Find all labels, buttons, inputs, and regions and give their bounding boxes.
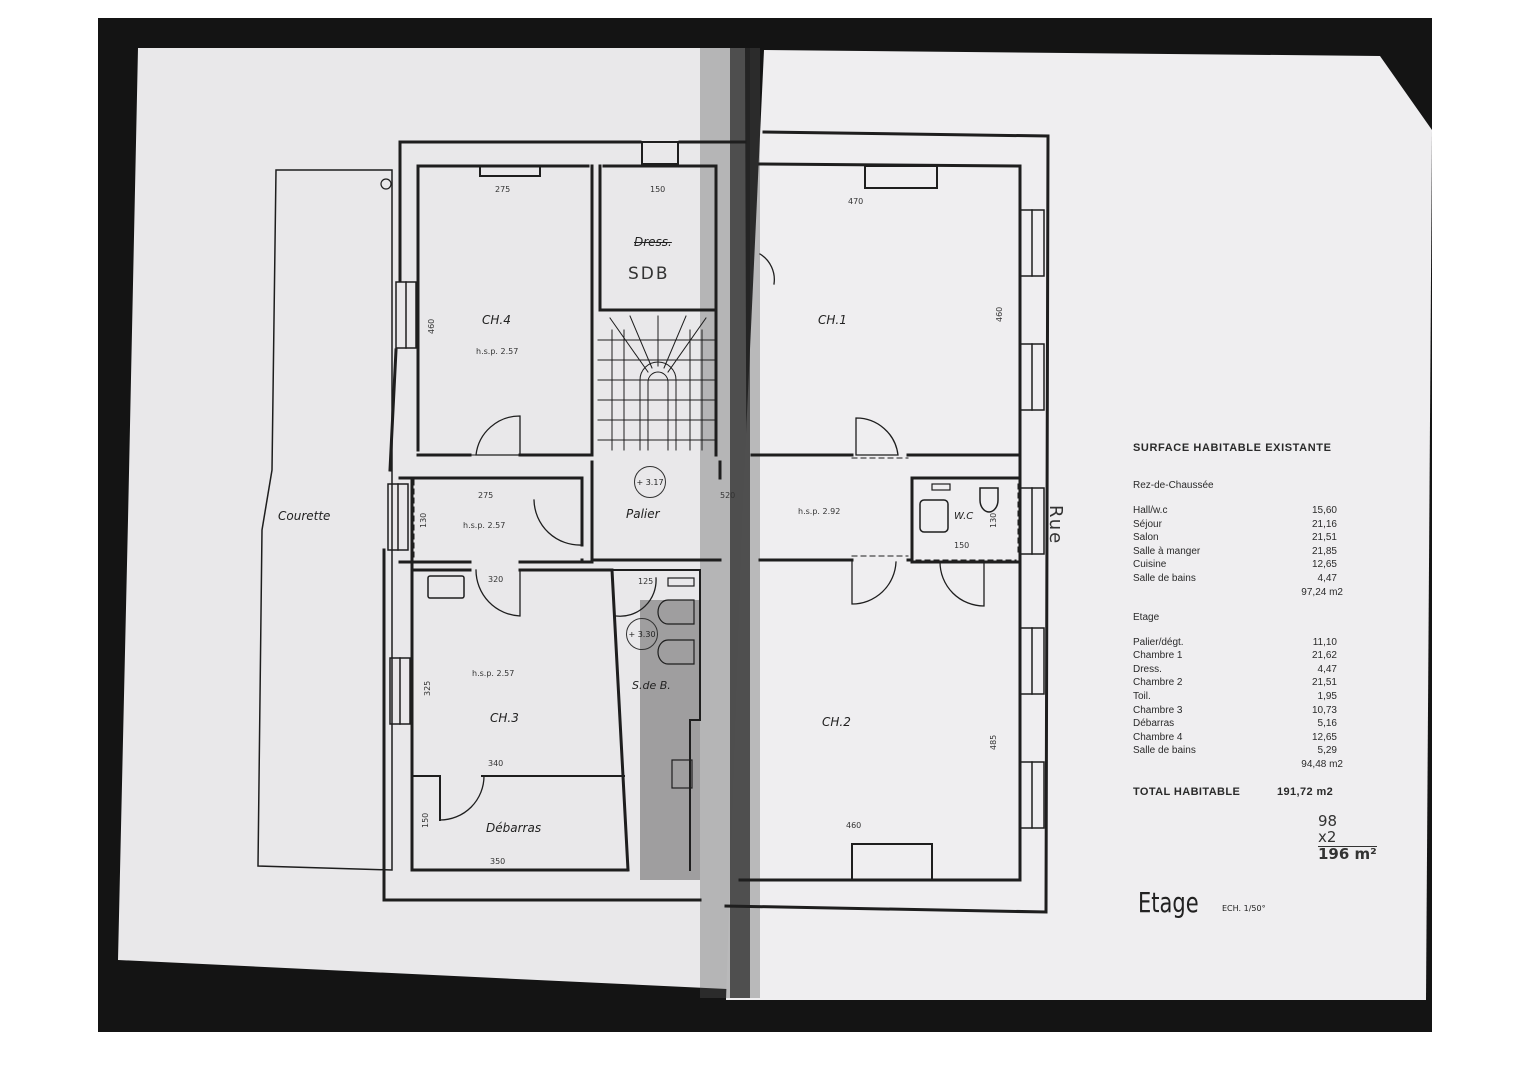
surface-table: SURFACE HABITABLE EXISTANTE Rez-de-Chaus…: [1133, 442, 1373, 798]
center-crease: [730, 48, 750, 998]
drain-icon: [380, 178, 392, 190]
landing-ceiling-height: h.s.p. 2.92: [798, 507, 841, 516]
room-label-ch1: CH.1: [818, 313, 847, 327]
windows-east: [1019, 209, 1045, 829]
room-label-ch2: CH.2: [822, 715, 851, 729]
room-label-debarras: Débarras: [486, 821, 542, 835]
drawing-scale: ECH. 1/50°: [1222, 904, 1266, 913]
subtotal-upper-floor: 94,48 m2: [1301, 758, 1343, 770]
ch2-dim-side: 485: [989, 734, 998, 750]
corridor-dim-side: 130: [419, 512, 428, 528]
table-row: Toil.1,95: [1133, 690, 1337, 702]
ch3-ceiling-height: h.s.p. 2.57: [472, 669, 515, 678]
room-label-palier: Palier: [626, 507, 660, 521]
handwritten-street-note: Rue: [1045, 505, 1066, 546]
corridor-dim-top: 275: [478, 491, 494, 500]
washbasin-icon: [427, 575, 465, 599]
subtotal-ground-floor: 97,24 m2: [1301, 586, 1343, 598]
sdb-level-marker: + 3.30: [626, 618, 658, 650]
courette-outline: [257, 169, 393, 871]
debarras-dim-bottom: 350: [490, 857, 506, 866]
staircase: [597, 315, 715, 451]
ch1-dim-side: 460: [995, 306, 1004, 322]
ch3-dim-side: 325: [423, 680, 432, 696]
corridor-ceiling-height: h.s.p. 2.57: [463, 521, 506, 530]
ch3-dim-top: 320: [488, 575, 504, 584]
debarras-dim-side: 150: [421, 812, 430, 828]
handwritten-sdb: SDB: [628, 264, 670, 284]
table-row: Palier/dégt.11,10: [1133, 636, 1337, 648]
room-label-ch4: CH.4: [482, 313, 511, 327]
paper-right-half: [726, 50, 1432, 1000]
room-label-dress: Dress.: [634, 235, 672, 249]
dress-dim-top: 150: [650, 185, 666, 194]
wc-dim-side: 130: [989, 512, 998, 528]
door-swings: [439, 253, 985, 821]
table-row: Dress.4,47: [1133, 663, 1337, 675]
ch2-dim-bottom: 460: [846, 821, 862, 830]
ch1-dim-top: 470: [848, 197, 864, 206]
ch4-dim-side: 460: [427, 318, 436, 334]
section-title: Etage: [1133, 611, 1160, 623]
level-title: Etage: [1138, 886, 1199, 919]
room-label-courette: Courette: [278, 509, 331, 523]
sink-icon: [657, 599, 695, 625]
total-habitable: TOTAL HABITABLE 191,72 m2: [1133, 785, 1334, 798]
room-label-ch3: CH.3: [490, 711, 519, 725]
wc-bathtub-icon: [919, 499, 949, 533]
room-label-wc: W.C: [954, 511, 974, 522]
windows-west: [387, 281, 417, 725]
wc-dim-bottom: 150: [954, 541, 970, 550]
ch4-ceiling-height: h.s.p. 2.57: [476, 347, 519, 356]
surface-table-title: SURFACE HABITABLE EXISTANTE: [1133, 442, 1332, 454]
ch3-dim-bottom: 340: [488, 759, 504, 768]
sdb-dim-top: 125: [638, 577, 654, 586]
bidet-icon: [657, 639, 695, 665]
toilet-icon: [979, 487, 999, 513]
ch4-dim-top: 275: [495, 185, 511, 194]
section-title: Rez-de-Chaussée: [1133, 480, 1214, 491]
handwritten-calc: 98 x2 196 m²: [1318, 812, 1377, 863]
palier-level-marker: + 3.17: [634, 466, 666, 498]
palier-dim: 520: [720, 491, 736, 500]
room-label-sdb: S.de B.: [632, 679, 671, 692]
shower-icon: [671, 759, 693, 789]
